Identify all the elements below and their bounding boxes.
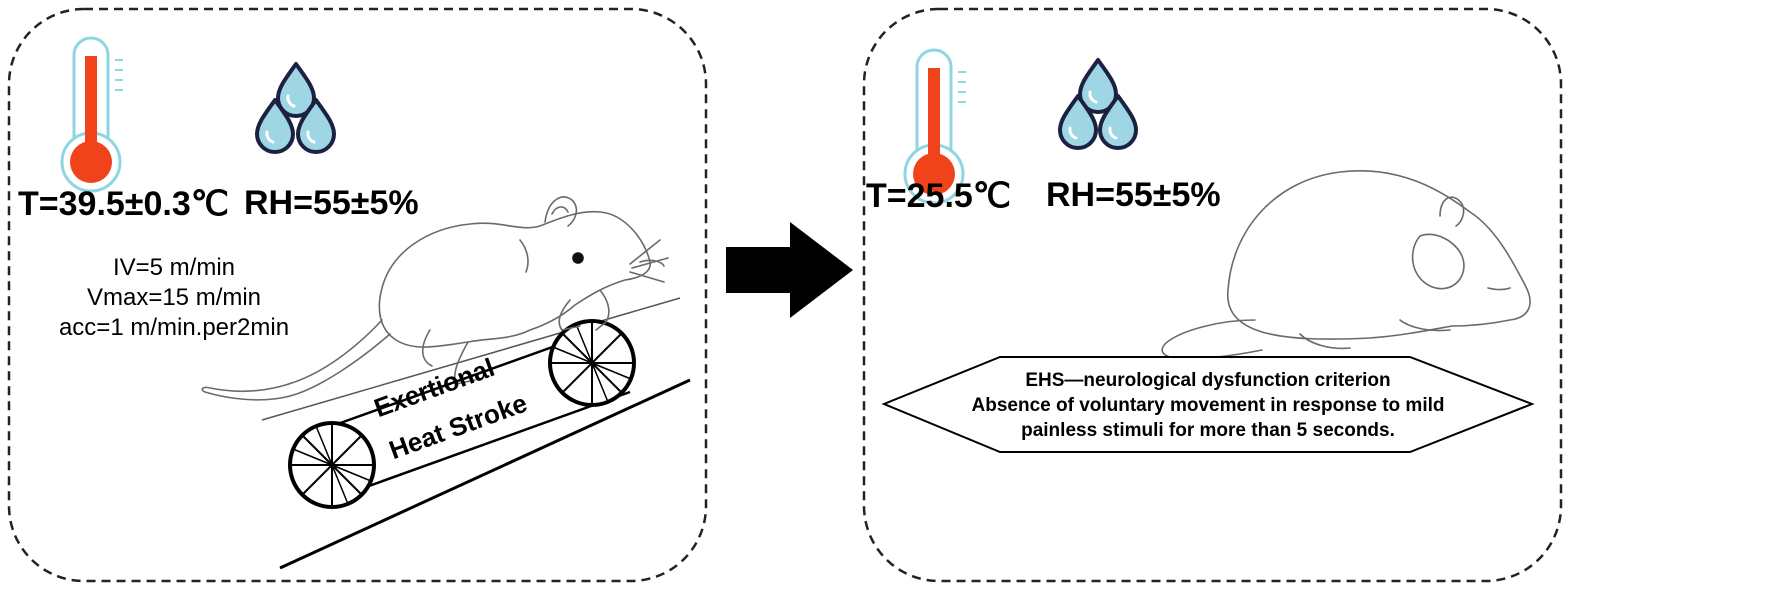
criterion-text: EHS—neurological dysfunction criterion A… bbox=[884, 368, 1532, 443]
criterion-line-2: painless stimuli for more than 5 seconds… bbox=[1021, 420, 1395, 441]
treadmill-params: IV=5 m/min Vmax=15 m/min acc=1 m/min.per… bbox=[24, 253, 324, 343]
param-max-velocity: Vmax=15 m/min bbox=[86, 284, 262, 311]
water-drops-icon bbox=[255, 62, 336, 154]
criterion-hexagon bbox=[881, 356, 1535, 453]
water-drops-icon bbox=[1058, 58, 1138, 150]
left-humidity-label: RH=55±5% bbox=[244, 184, 419, 222]
left-temperature-label: T=39.5±0.3℃ bbox=[18, 185, 229, 223]
right-panel-border bbox=[862, 7, 1563, 583]
criterion-line-1: Absence of voluntary movement in respons… bbox=[971, 395, 1445, 416]
treadmill bbox=[261, 297, 691, 570]
running-rat-illustration bbox=[201, 196, 669, 401]
treadmill-wheel-icon bbox=[548, 319, 636, 407]
right-arrow-icon bbox=[726, 222, 853, 318]
right-humidity-label: RH=55±5% bbox=[1046, 176, 1221, 214]
param-acceleration: acc=1 m/min.per2min bbox=[58, 314, 290, 341]
treadmill-wheel-icon bbox=[288, 421, 376, 509]
param-initial-velocity: IV=5 m/min bbox=[112, 254, 236, 281]
left-panel-border bbox=[7, 7, 708, 583]
thermometer-icon bbox=[60, 36, 125, 193]
criterion-title: EHS—neurological dysfunction criterion bbox=[1025, 370, 1391, 391]
right-temperature-label: T=25.5℃ bbox=[866, 177, 1011, 215]
resting-rat-illustration bbox=[1161, 170, 1531, 360]
